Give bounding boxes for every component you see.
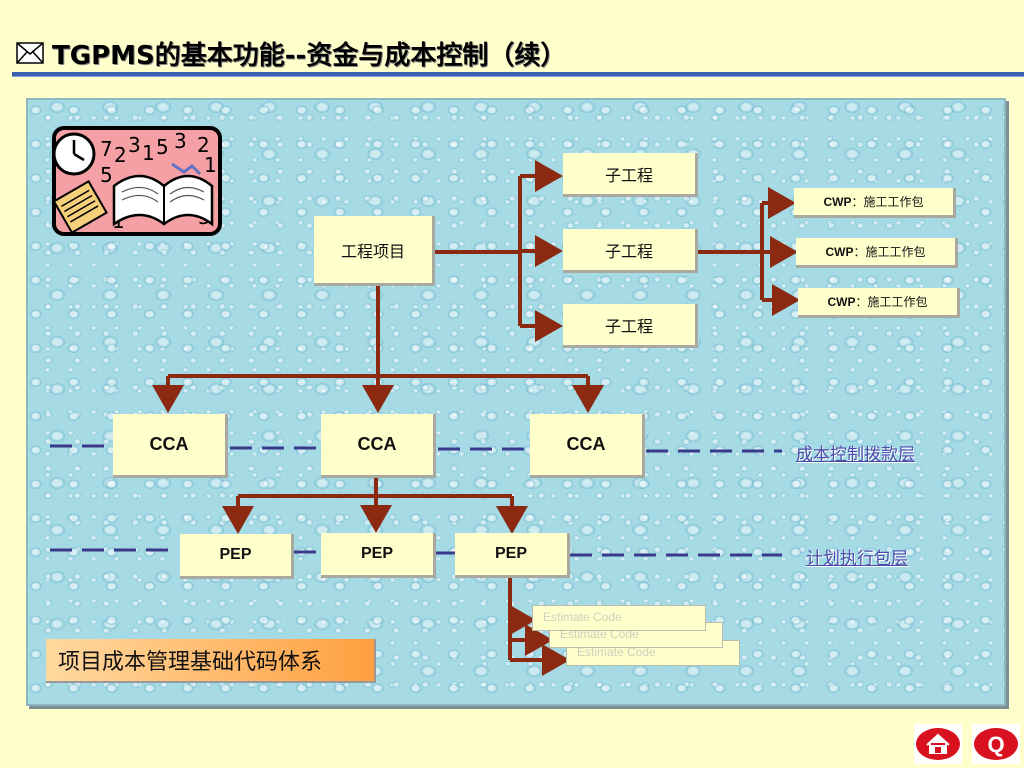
estimate-code-label: Estimate Code [543, 610, 622, 624]
cca-to-pep-connector [222, 478, 528, 534]
svg-text:1: 1 [204, 153, 217, 177]
svg-text:3: 3 [128, 133, 141, 157]
root-project-label: 工程项目 [340, 241, 405, 261]
pep-label: PEP [219, 546, 252, 563]
cca-box: CCA [530, 414, 645, 478]
cost-control-layer-line [50, 444, 782, 453]
pep-label: PEP [494, 545, 527, 562]
root-to-cca-connector [152, 286, 604, 413]
cwp-box: CWP：施工工作包 [796, 238, 958, 268]
svg-text:7: 7 [100, 137, 113, 161]
subproject-label: 子工程 [604, 316, 653, 336]
home-icon [916, 728, 960, 760]
cwp-code: CWP [825, 244, 854, 259]
page-title: TGPMS的基本功能--资金与成本控制（续） [52, 40, 567, 71]
cwp-box: CWP：施工工作包 [798, 288, 960, 318]
subproject-box: 子工程 [563, 153, 698, 197]
question-button[interactable]: Q [972, 724, 1020, 764]
envelope-icon [16, 42, 44, 64]
cwp-box: CWP：施工工作包 [794, 188, 956, 218]
cwp-desc: ：施工工作包 [855, 295, 928, 309]
pep-to-estimate-connector [508, 578, 570, 676]
subproject-box: 子工程 [563, 229, 698, 273]
svg-text:1: 1 [142, 141, 155, 165]
clock-calendar-book-icon: 723 153 215 13 [52, 126, 222, 236]
cwp-desc: ：施工工作包 [851, 195, 924, 209]
estimate-code-box: Estimate Code [532, 605, 706, 631]
root-to-subprojects-connector [435, 160, 563, 342]
cca-label: CCA [149, 434, 189, 454]
cwp-code: CWP [823, 194, 852, 209]
cwp-desc: ：施工工作包 [853, 245, 926, 259]
pep-label: PEP [360, 545, 393, 562]
title-divider [12, 72, 1024, 77]
diagram-caption-text: 项目成本管理基础代码体系 [58, 650, 323, 675]
svg-text:5: 5 [156, 135, 169, 159]
subproject-label: 子工程 [604, 241, 653, 261]
root-project-box: 工程项目 [314, 216, 435, 286]
svg-text:Q: Q [987, 732, 1004, 757]
diagram-caption: 项目成本管理基础代码体系 [46, 639, 376, 683]
question-icon: Q [974, 728, 1018, 760]
cca-box: CCA [321, 414, 436, 478]
pep-box: PEP [321, 533, 436, 578]
svg-text:5: 5 [100, 163, 113, 187]
page-title-row: TGPMS的基本功能--资金与成本控制（续） [16, 36, 567, 71]
home-button[interactable] [914, 724, 962, 764]
pep-box: PEP [180, 534, 294, 579]
cca-label: CCA [357, 434, 397, 454]
pep-box: PEP [455, 533, 570, 578]
svg-text:3: 3 [174, 129, 187, 153]
cost-control-layer-label: 成本控制拨款层 [796, 445, 915, 465]
subproject-to-cwp-connector [698, 187, 800, 316]
cca-box: CCA [113, 414, 228, 478]
cca-label: CCA [566, 434, 606, 454]
cwp-code: CWP [827, 294, 856, 309]
plan-execution-layer-label: 计划执行包层 [806, 549, 908, 569]
plan-execution-layer-line [50, 548, 782, 557]
svg-text:2: 2 [197, 133, 210, 157]
svg-text:2: 2 [114, 143, 127, 167]
estimate-code-label: Estimate Code [577, 645, 656, 659]
subproject-label: 子工程 [604, 165, 653, 185]
subproject-box: 子工程 [563, 304, 698, 348]
